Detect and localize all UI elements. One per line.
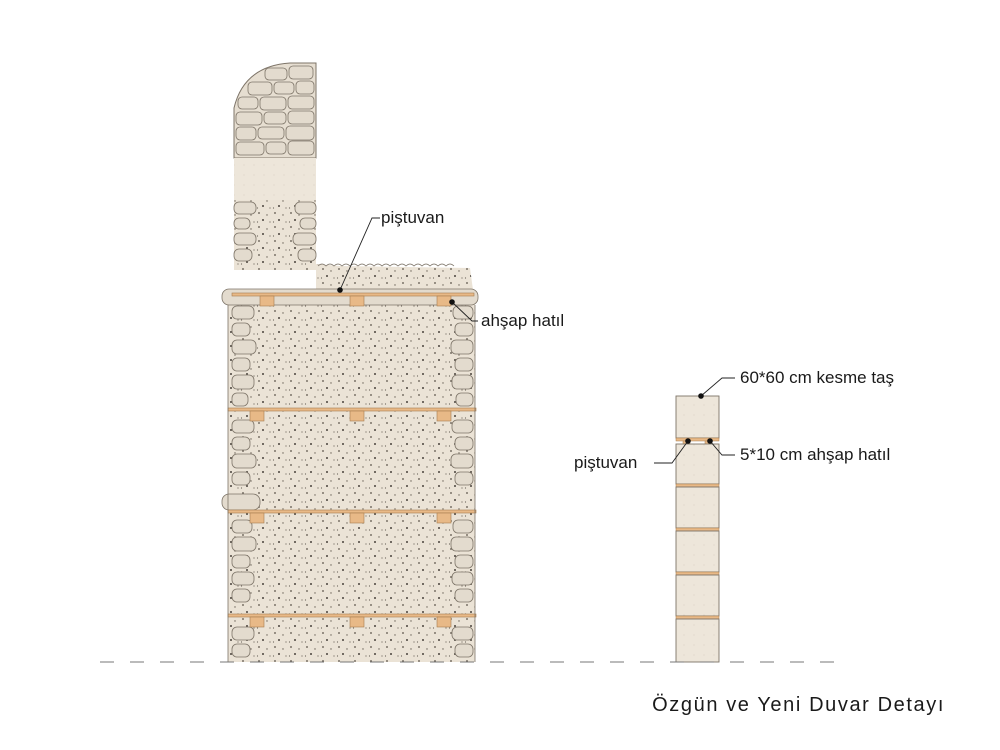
cut-stone-block-5 [675, 574, 720, 617]
cut-stone-block-2 [675, 443, 720, 485]
cap-masonry-courses [235, 65, 315, 156]
label-pistuvan-right: piştuvan [574, 453, 637, 472]
timber-course-1 [221, 288, 479, 307]
right-edge-stones [450, 305, 474, 658]
new-wall [675, 395, 720, 663]
timber-beam-3 [675, 527, 720, 532]
label-pistuvan-top: piştuvan [381, 208, 444, 227]
leader-ahsap-hatil-5x10 [707, 438, 735, 456]
upper-edge-stones [233, 201, 317, 262]
label-ahsap-hatil-5x10: 5*10 cm ahşap hatıl [740, 445, 890, 464]
leader-pistuvan-top [337, 217, 380, 293]
label-ahsap-hatil: ahşap hatıl [481, 311, 564, 330]
cut-stone-block-4 [675, 530, 720, 573]
cut-stone-block-3 [675, 486, 720, 529]
left-edge-stones [231, 305, 257, 658]
leader-pistuvan-right [654, 438, 691, 464]
label-kesme-tas: 60*60 cm kesme taş [740, 368, 894, 387]
main-rubble-body [228, 290, 475, 662]
leader-kesme-tas [698, 377, 735, 399]
plaster-band [234, 158, 316, 200]
leader-ahsap-hatil [449, 299, 478, 322]
cut-stone-block-1 [675, 395, 720, 439]
cut-stone-block-6 [675, 618, 720, 663]
timber-beam-2 [675, 483, 720, 488]
timber-beam-4 [675, 571, 720, 576]
drawing-title: Özgün ve Yeni Duvar Detayı [652, 694, 945, 716]
top-slope-pebbles [317, 263, 455, 267]
top-slope-rubble [316, 264, 473, 290]
original-wall [221, 62, 479, 662]
wall-outline [227, 305, 476, 662]
timber-beam-1 [675, 437, 720, 442]
timber-beam-5 [675, 615, 720, 620]
